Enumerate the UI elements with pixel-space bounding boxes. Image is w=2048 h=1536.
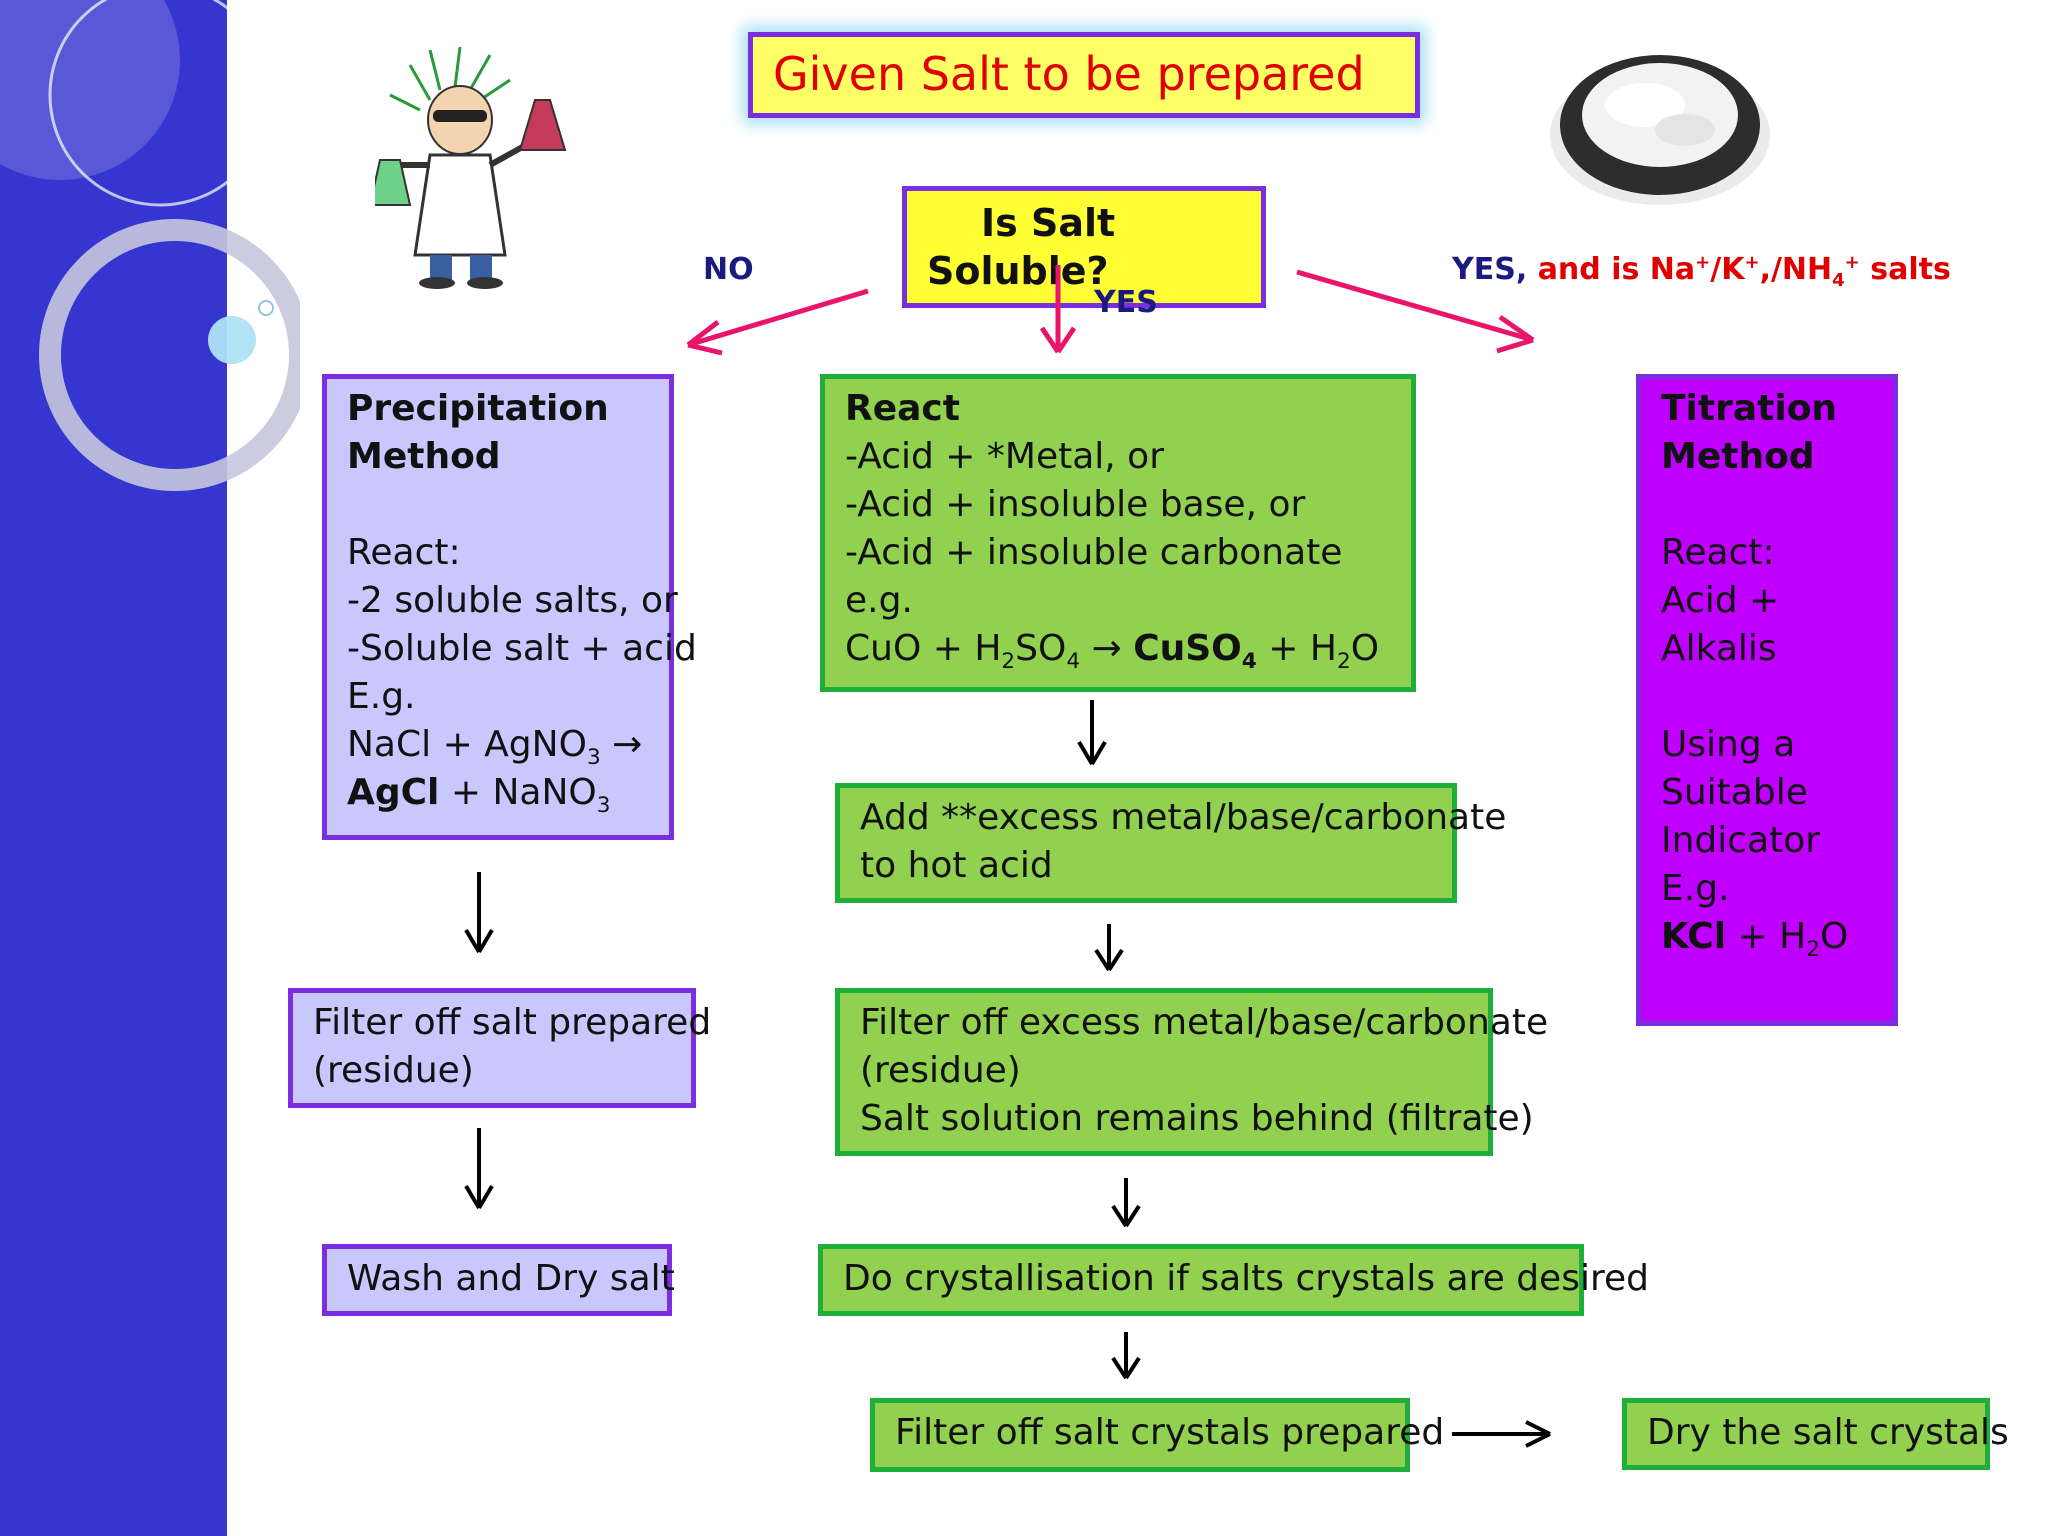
- react-eg: e.g.: [845, 580, 913, 621]
- react-item-1: -Acid + *Metal, or: [845, 436, 1164, 477]
- filter-crystals-box: Filter off salt crystals prepared: [870, 1398, 1445, 1472]
- no-label: NO: [703, 252, 754, 287]
- react-box: React -Acid + *Metal, or -Acid + insolub…: [820, 374, 1416, 692]
- title-text: Given Salt to be prepared: [773, 47, 1365, 101]
- add-excess-line-2: to hot acid: [860, 845, 1053, 886]
- arrow-down-2: [464, 1128, 494, 1210]
- precipitation-heading-2: Method: [347, 436, 501, 477]
- dry-crystals-text: Dry the salt crystals: [1647, 1412, 2009, 1453]
- decision-box: Is Salt Soluble?: [902, 186, 1266, 308]
- yes-condition-label: YES, and is Na+/K+,/NH4+ salts: [1452, 252, 1951, 291]
- titration-heading-1: Titration: [1661, 388, 1838, 429]
- titration-heading-2: Method: [1661, 436, 1815, 477]
- wash-dry-box: Wash and Dry salt: [322, 1244, 675, 1316]
- arrow-right: [1452, 1420, 1551, 1448]
- titration-eg: E.g.: [1661, 868, 1730, 909]
- crystallisation-text: Do crystallisation if salts crystals are…: [843, 1258, 1649, 1299]
- titration-equation: KCl + H2O: [1661, 916, 1849, 963]
- arrow-down-1: [464, 872, 494, 954]
- filter-excess-line-2: (residue): [860, 1050, 1021, 1091]
- wash-dry-text: Wash and Dry salt: [347, 1258, 675, 1299]
- decision-line-2: Soluble?: [927, 249, 1109, 293]
- filter-excess-line-3: Salt solution remains behind (filtrate): [860, 1098, 1534, 1139]
- arrow-down-4: [1094, 924, 1124, 972]
- react-item-3: -Acid + insoluble carbonate: [845, 532, 1343, 573]
- decision-line-1: Is Salt: [981, 201, 1116, 245]
- dry-crystals-box: Dry the salt crystals: [1622, 1398, 2009, 1470]
- salt-bowl-image: [1550, 55, 1770, 205]
- precipitation-item-2: -Soluble salt + acid: [347, 628, 697, 669]
- precipitation-heading-1: Precipitation: [347, 388, 609, 429]
- add-excess-box: Add **excess metal/base/carbonate to hot…: [835, 783, 1507, 903]
- arrow-yes-right: [1296, 269, 1534, 343]
- yes-label: YES: [1094, 285, 1158, 320]
- arrowhead-no: [686, 320, 723, 356]
- crystallisation-box: Do crystallisation if salts crystals are…: [818, 1244, 1649, 1316]
- precipitation-eg: E.g.: [347, 676, 416, 717]
- titration-line-1: Acid +: [1661, 580, 1780, 621]
- arrow-down-3: [1077, 700, 1107, 766]
- titration-line-5: Indicator: [1661, 820, 1821, 861]
- precipitation-item-1: -2 soluble salts, or: [347, 580, 678, 621]
- add-excess-line-1: Add **excess metal/base/carbonate: [860, 797, 1507, 838]
- arrow-no: [687, 288, 869, 348]
- titration-line-4: Suitable: [1661, 772, 1808, 813]
- arrow-down-5: [1111, 1178, 1141, 1228]
- filter-salt-line-2: (residue): [313, 1050, 474, 1091]
- title-box: Given Salt to be prepared: [748, 32, 1420, 118]
- titration-line-3: Using a: [1661, 724, 1796, 765]
- react-equation: CuO + H2SO4 → CuSO4 + H2O: [845, 628, 1380, 675]
- titration-box: Titration Method React: Acid + Alkalis U…: [1636, 374, 1898, 1026]
- react-item-2: -Acid + insoluble base, or: [845, 484, 1306, 525]
- scientist-image: [375, 46, 567, 289]
- precipitation-equation-2: AgCl + NaNO3: [347, 772, 611, 819]
- arrowhead-yes-right: [1496, 314, 1535, 354]
- arrowhead-yes: [1039, 326, 1077, 354]
- filter-salt-line-1: Filter off salt prepared: [313, 1002, 712, 1043]
- decorative-circles: [0, 0, 300, 491]
- filter-salt-box: Filter off salt prepared (residue): [288, 988, 712, 1108]
- filter-crystals-text: Filter off salt crystals prepared: [895, 1412, 1445, 1453]
- precipitation-equation-1: NaCl + AgNO3 →: [347, 724, 643, 771]
- yes-right-label: YES,: [1452, 252, 1528, 287]
- precipitation-box: Precipitation Method React: -2 soluble s…: [322, 374, 697, 840]
- precipitation-react: React:: [347, 532, 461, 573]
- titration-line-2: Alkalis: [1661, 628, 1777, 669]
- filter-excess-box: Filter off excess metal/base/carbonate (…: [835, 988, 1549, 1156]
- filter-excess-line-1: Filter off excess metal/base/carbonate: [860, 1002, 1549, 1043]
- condition-text: and is Na+/K+,/NH4+ salts: [1537, 252, 1951, 291]
- react-heading: React: [845, 388, 960, 429]
- titration-react: React:: [1661, 532, 1775, 573]
- arrow-down-6: [1111, 1332, 1141, 1380]
